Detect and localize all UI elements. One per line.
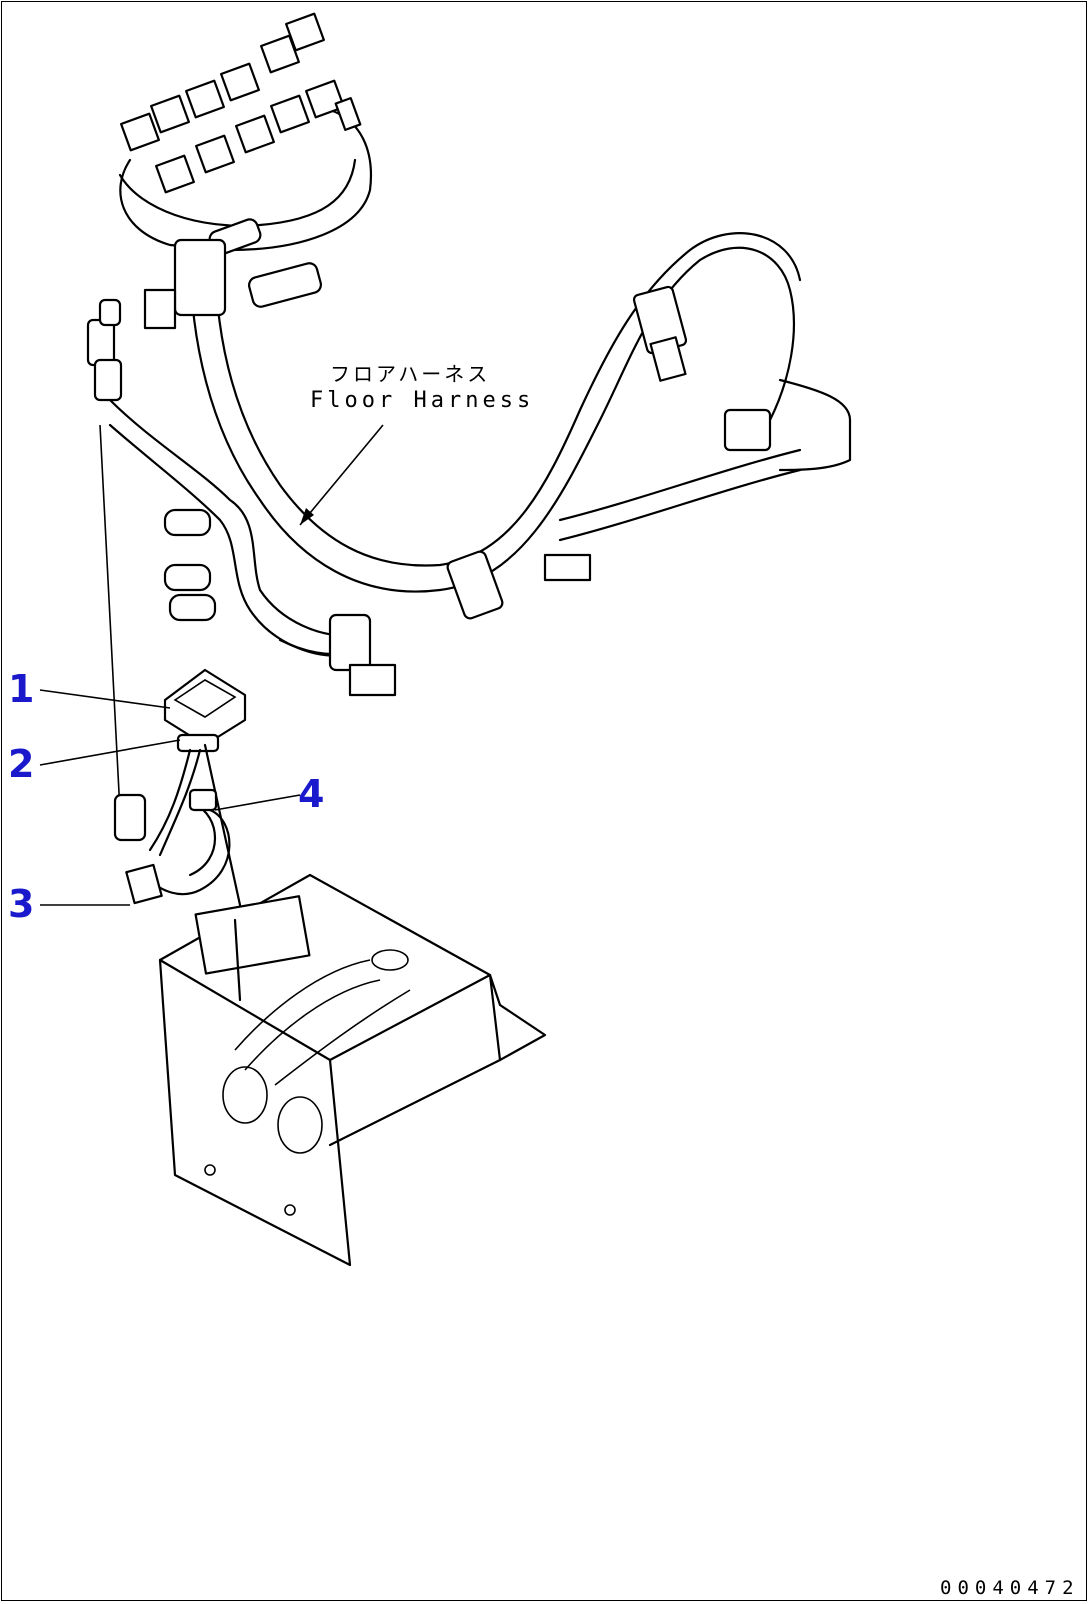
- callout-3: 3: [8, 882, 35, 926]
- callout-4: 4: [298, 772, 325, 816]
- harness-leader: [299, 424, 384, 526]
- callout-2: 2: [8, 742, 35, 786]
- drawing-number: 00040472: [940, 1577, 1080, 1599]
- assembly-line: [99, 424, 121, 813]
- callout-1: 1: [8, 667, 35, 711]
- mounting-bracket: [158, 873, 547, 1267]
- connector-cluster: [118, 12, 372, 308]
- switch-wiring: [113, 743, 242, 907]
- floor-harness: [86, 232, 852, 697]
- floor-harness-label-jp: フロアハーネス: [330, 362, 491, 386]
- floor-harness-label-en: Floor Harness: [310, 388, 535, 413]
- callout-leaders: [39, 689, 301, 906]
- switch-part-1: [163, 668, 247, 753]
